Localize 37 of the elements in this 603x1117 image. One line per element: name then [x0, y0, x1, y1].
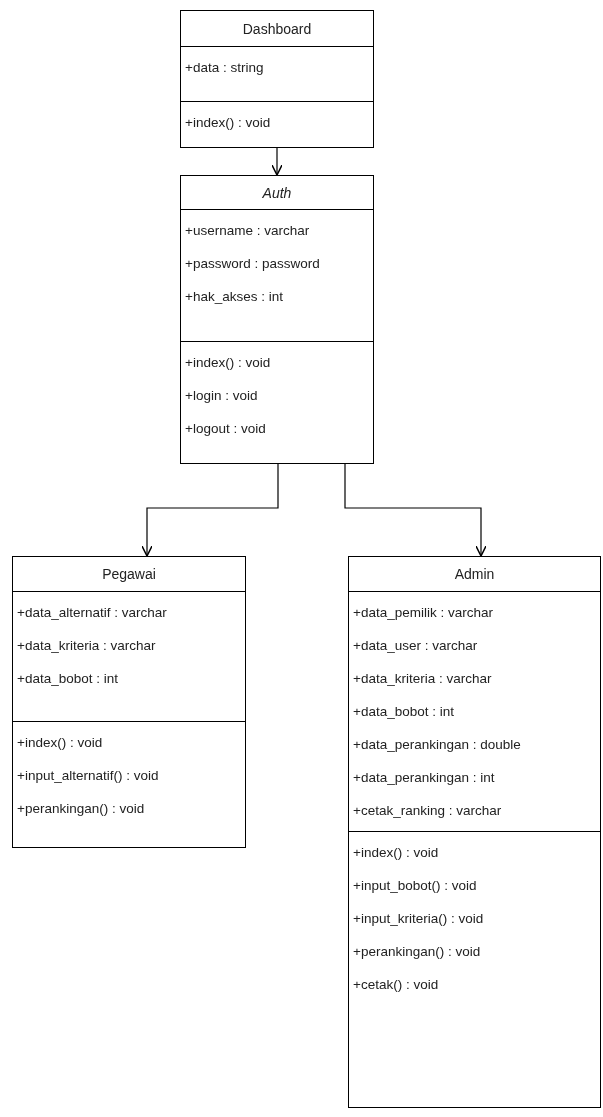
attribute-text: +data_user : varchar [353, 637, 478, 655]
class-box [180, 10, 374, 148]
attribute-text: +data_bobot : int [17, 670, 118, 688]
attribute-text: +hak_akses : int [185, 288, 283, 306]
attribute-text: +cetak_ranking : varchar [353, 802, 502, 820]
class-name: Auth [262, 184, 292, 201]
class-box [348, 556, 601, 1108]
attribute-text: +data_kriteria : varchar [17, 637, 156, 655]
method-text: +logout : void [185, 420, 266, 438]
method-text: +index() : void [185, 354, 271, 372]
class-name: Admin [454, 566, 495, 582]
class-name: Pegawai [102, 566, 156, 582]
attribute-text: +data_kriteria : varchar [353, 670, 492, 688]
method-text: +input_alternatif() : void [17, 767, 159, 785]
arrow [271, 147, 283, 176]
method-text: +perankingan() : void [17, 800, 145, 818]
arrow [141, 463, 279, 557]
method-text: +input_bobot() : void [353, 877, 477, 895]
class-box [12, 556, 246, 848]
method-text: +index() : void [185, 114, 271, 132]
attribute-text: +data_bobot : int [353, 703, 454, 721]
method-text: +input_kriteria() : void [353, 910, 484, 928]
arrow [344, 463, 487, 557]
attribute-text: +data_perankingan : double [353, 736, 521, 754]
method-text: +index() : void [353, 844, 439, 862]
attribute-text: +data_pemilik : varchar [353, 604, 493, 622]
method-text: +index() : void [17, 734, 103, 752]
class-name: Dashboard [242, 20, 312, 37]
attribute-text: +username : varchar [185, 222, 310, 240]
attribute-text: +data_perankingan : int [353, 769, 495, 787]
method-text: +login : void [185, 387, 258, 405]
method-text: +perankingan() : void [353, 943, 481, 961]
attribute-text: +data : string [185, 59, 264, 77]
class-box [180, 175, 374, 464]
attribute-text: +password : password [185, 255, 320, 273]
attribute-text: +data_alternatif : varchar [17, 604, 167, 622]
method-text: +cetak() : void [353, 976, 439, 994]
